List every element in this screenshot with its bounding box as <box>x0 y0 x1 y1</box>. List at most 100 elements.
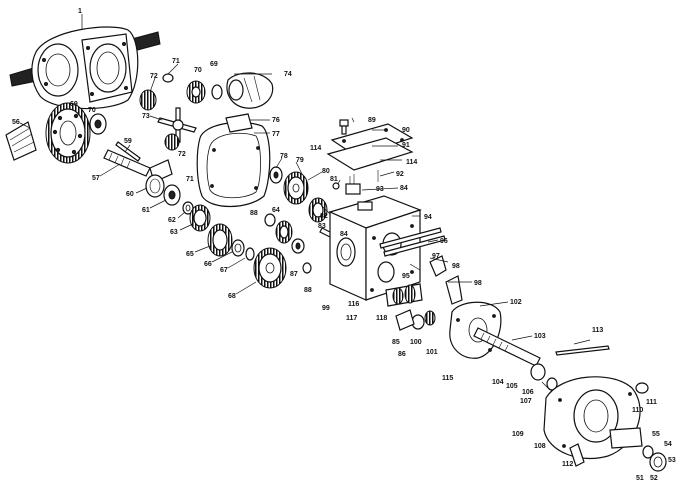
washer-88b <box>302 262 312 274</box>
diff-case-74 <box>226 72 274 109</box>
part-labels: 1 56 69 70 57 59 60 61 62 63 65 66 67 68… <box>12 8 676 482</box>
washer-71 <box>162 73 174 83</box>
label-72a: 72 <box>150 73 158 80</box>
label-67: 67 <box>220 267 228 274</box>
gear-79 <box>283 171 309 205</box>
label-108: 108 <box>534 443 546 450</box>
label-71b: 71 <box>186 176 194 183</box>
label-110: 110 <box>632 407 643 414</box>
label-81: 81 <box>330 176 338 183</box>
label-64: 64 <box>272 207 280 214</box>
label-106: 106 <box>522 389 534 396</box>
label-101: 101 <box>426 349 438 356</box>
transmission-case-94 <box>328 195 422 301</box>
label-56: 56 <box>12 119 20 126</box>
label-69a: 69 <box>70 101 78 108</box>
bearing-61 <box>163 184 181 206</box>
label-118: 118 <box>376 315 387 322</box>
label-98a: 98 <box>452 263 460 270</box>
label-74: 74 <box>284 71 292 78</box>
label-68: 68 <box>228 293 236 300</box>
label-57: 57 <box>92 175 100 182</box>
label-91: 91 <box>402 142 410 149</box>
label-114a: 114 <box>310 145 321 152</box>
label-65: 65 <box>186 251 194 258</box>
label-86: 86 <box>398 351 406 358</box>
label-76: 76 <box>272 117 280 124</box>
gear-82 <box>308 197 328 223</box>
cap-110 <box>635 382 649 394</box>
label-98b: 98 <box>474 280 482 287</box>
label-71a: 71 <box>172 58 180 65</box>
label-100: 100 <box>410 339 422 346</box>
label-87: 87 <box>290 271 298 278</box>
spider-73 <box>157 107 197 143</box>
label-107: 107 <box>520 398 532 405</box>
seal-78 <box>269 166 283 184</box>
label-97: 97 <box>432 253 440 260</box>
label-109: 109 <box>512 431 524 438</box>
label-79: 79 <box>296 157 304 164</box>
bearing-cone-70 <box>89 113 107 135</box>
label-85: 85 <box>392 339 400 346</box>
label-63: 63 <box>170 229 178 236</box>
bearing-87 <box>291 238 305 254</box>
label-1: 1 <box>78 8 82 15</box>
label-73: 73 <box>142 113 150 120</box>
label-104: 104 <box>492 379 504 386</box>
label-66: 66 <box>204 261 212 268</box>
label-69b: 69 <box>210 61 218 68</box>
label-102: 102 <box>510 299 522 306</box>
label-72b: 72 <box>178 151 186 158</box>
label-88b: 88 <box>304 287 312 294</box>
yoke-55 <box>609 427 643 449</box>
label-54: 54 <box>664 441 672 448</box>
cover-77 <box>206 132 261 199</box>
label-62: 62 <box>168 217 176 224</box>
block-93 <box>345 183 361 195</box>
label-112: 112 <box>562 461 573 468</box>
label-53: 53 <box>668 457 676 464</box>
gear-101 <box>424 310 436 326</box>
bevel-pinion-56 <box>5 121 37 161</box>
label-89: 89 <box>368 117 376 124</box>
screw-89 <box>339 119 349 135</box>
pin-59 <box>115 141 141 162</box>
gear-68 <box>253 247 287 289</box>
label-114b: 114 <box>406 159 417 166</box>
label-51: 51 <box>636 475 644 482</box>
ring-gear <box>45 102 91 164</box>
bearing-104 <box>530 363 546 381</box>
label-52: 52 <box>650 475 658 482</box>
pin-85 <box>395 309 415 331</box>
side-gear-72b <box>164 133 180 151</box>
label-90: 90 <box>402 127 410 134</box>
gear-70b <box>186 80 206 104</box>
ball-81 <box>332 182 340 190</box>
washer-88a <box>264 213 276 227</box>
label-70b: 70 <box>194 67 202 74</box>
label-96: 96 <box>440 238 448 245</box>
label-113: 113 <box>592 327 603 334</box>
axle-housing <box>9 26 161 110</box>
bearing-plate-102 <box>449 301 502 359</box>
washer-69b <box>211 84 223 100</box>
label-92: 92 <box>396 171 404 178</box>
side-gear-72 <box>139 89 157 111</box>
gear-65 <box>207 223 233 257</box>
pinion-shaft-57 <box>103 149 173 183</box>
bearing-60 <box>145 174 165 198</box>
label-84a: 84 <box>400 185 408 192</box>
label-77: 77 <box>272 131 280 138</box>
gear-63 <box>189 204 211 232</box>
label-60: 60 <box>126 191 134 198</box>
label-111: 111 <box>646 399 657 406</box>
label-80: 80 <box>322 168 330 175</box>
label-82: 82 <box>320 213 328 220</box>
label-95: 95 <box>402 273 410 280</box>
rod-113 <box>555 345 610 356</box>
leader-lines <box>19 14 591 391</box>
bolt-112 <box>569 443 585 467</box>
label-93: 93 <box>376 186 384 193</box>
